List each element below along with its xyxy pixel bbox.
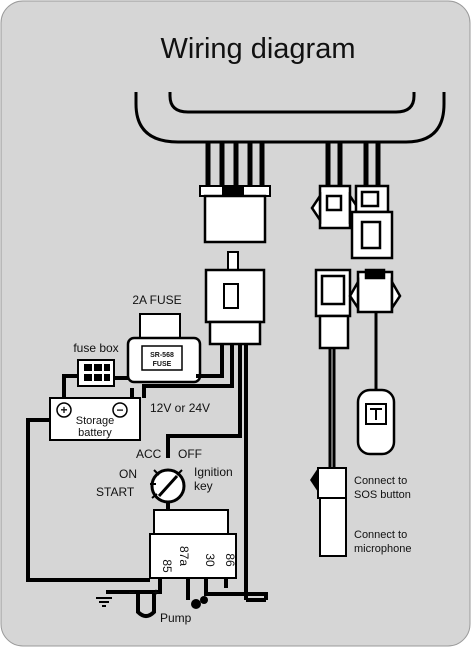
power-wires — [62, 344, 248, 600]
device-housing — [134, 92, 446, 144]
diagram-title: Wiring diagram — [161, 33, 356, 65]
pump-wires — [106, 578, 268, 602]
main-plug — [204, 251, 266, 346]
inline-fuse — [126, 313, 202, 384]
ignition-switch — [150, 468, 186, 504]
ignition-off-label: OFF — [178, 447, 202, 461]
relay — [149, 509, 237, 579]
sos-label-line1: Connect to — [354, 475, 407, 487]
fuse-rating-label: 2A FUSE — [132, 293, 181, 307]
sos-cable — [356, 312, 396, 456]
fuse-marking-line1: SR-568 — [150, 352, 174, 359]
battery-plus-sign: + — [60, 403, 67, 417]
fuse-box-label: fuse box — [73, 341, 118, 355]
pump-symbol — [96, 594, 208, 618]
ignition-start-label: START — [96, 485, 135, 499]
relay-pin-30: 30 — [203, 553, 217, 567]
ignition-on-label: ON — [119, 467, 137, 481]
microphone-label-line1: Connect to — [354, 529, 407, 541]
fuse-marking-line2: FUSE — [153, 361, 172, 368]
accessory-connectors-upper — [310, 184, 394, 260]
microphone-label-line2: microphone — [354, 543, 411, 555]
ignition-key-label-line2: key — [194, 479, 213, 493]
relay-pin-87a: 87a — [177, 546, 191, 566]
accessory-connectors-lower — [314, 268, 402, 350]
voltage-label: 12V or 24V — [150, 401, 210, 415]
ignition-key-label-line1: Ignition — [194, 465, 233, 479]
main-cable-bundle — [205, 142, 265, 188]
relay-pin-85: 85 — [160, 559, 174, 573]
pump-plus-sign: + — [153, 587, 159, 599]
battery-minus-sign: − — [116, 403, 123, 417]
fuse-box — [77, 359, 115, 387]
battery-label-line2: battery — [78, 427, 112, 439]
pump-minus-sign: − — [129, 587, 135, 599]
sos-label-line2: SOS button — [354, 489, 411, 501]
accessory-cables — [325, 142, 381, 186]
battery-label-line1: Storage — [76, 415, 115, 427]
pump-label: Pump — [160, 611, 192, 625]
main-connector — [199, 185, 271, 244]
microphone-cable — [310, 348, 347, 557]
ignition-acc-label: ACC — [136, 447, 162, 461]
relay-pin-86: 86 — [223, 553, 237, 567]
